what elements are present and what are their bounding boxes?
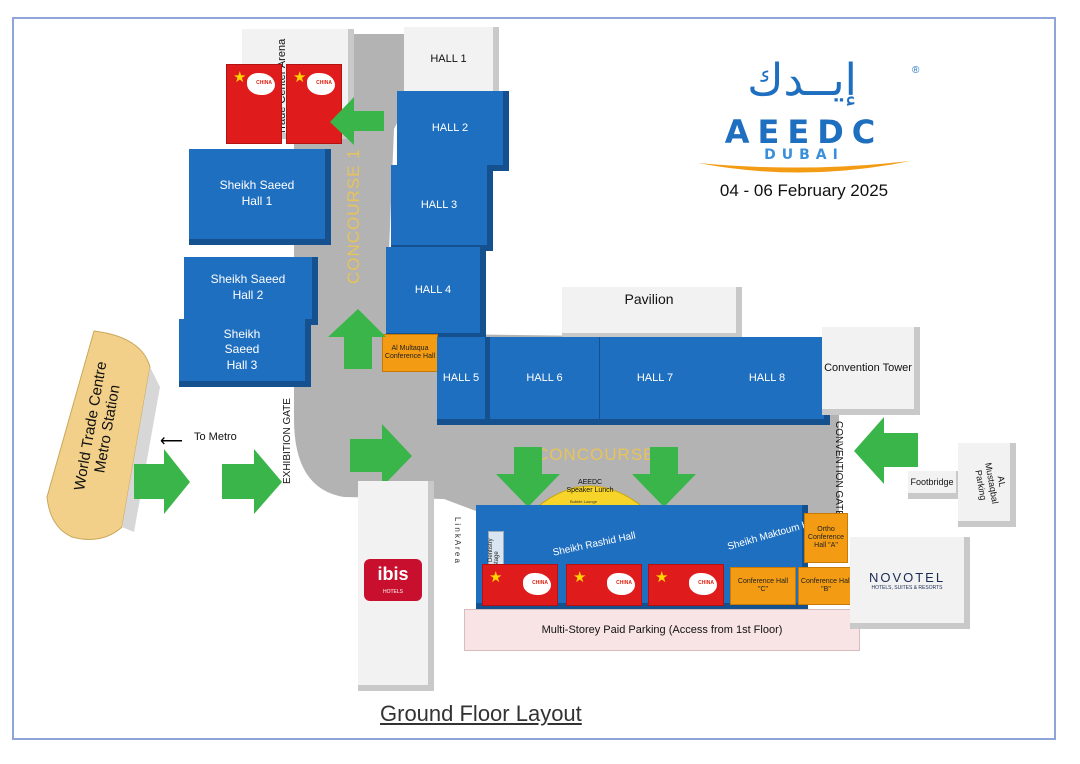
china-map-icon	[307, 73, 335, 95]
convention-tower: Convention Tower	[822, 327, 920, 415]
hall-5-label: HALL 5	[442, 371, 480, 384]
hall-5: HALL 5	[437, 337, 491, 425]
china-map-icon	[689, 573, 717, 595]
multi-storey-parking: Multi-Storey Paid Parking (Access from 1…	[464, 609, 860, 651]
sheikh-saeed-hall-2-label: Sheikh Saeed Hall 2	[210, 272, 286, 302]
dubai-logo-text: DUBAI	[764, 147, 844, 163]
pavilion: Pavilion	[562, 287, 742, 339]
china-map-icon	[247, 73, 275, 95]
aeedc-arabic-logo: إيــدك	[747, 55, 857, 106]
star-icon: ★	[655, 569, 669, 586]
arrow-down-icon	[496, 447, 560, 507]
al-multaqua-label: Al Multaqua Conference Hall	[384, 344, 436, 360]
conference-hall-b-label: Conference Hall "B"	[800, 577, 852, 593]
arrows-layer	[134, 97, 918, 514]
concourse-2-label: CONCOURSE 2	[536, 445, 672, 464]
hall-4: HALL 4	[386, 247, 486, 339]
hall-3-label: HALL 3	[420, 198, 458, 211]
to-metro-label: To Metro	[194, 431, 237, 443]
arrow-left-icon	[330, 97, 384, 145]
ortho-conference-hall-a: Ortho Conference Hall "A"	[804, 513, 848, 563]
china-flag-hall-2: ★ CHINA	[566, 564, 642, 606]
al-mustaqbal-parking	[958, 443, 1016, 527]
aeedc-logo-text: AEEDC	[724, 113, 884, 151]
china-label: CHINA	[256, 80, 272, 86]
hall-2-label: HALL 2	[431, 121, 469, 134]
conference-hall-c: Conference Hall "C"	[730, 567, 796, 605]
star-icon: ★	[489, 569, 503, 586]
star-icon: ★	[233, 69, 247, 86]
arrow-right-icon	[350, 424, 412, 487]
logo-swoosh	[698, 161, 910, 173]
china-label: CHINA	[698, 580, 714, 586]
parking-label: Multi-Storey Paid Parking (Access from 1…	[541, 624, 783, 636]
sheikh-saeed-hall-3: Sheikh Saeed Hall 3	[179, 319, 311, 387]
star-icon: ★	[293, 69, 307, 86]
link-area-label: L i n k A r e a	[453, 517, 462, 563]
hall-8-label: HALL 8	[748, 371, 786, 384]
bubble-lounge-label: Bubble Lounge	[570, 499, 597, 504]
metro-station-shape	[46, 330, 160, 540]
china-label: CHINA	[616, 580, 632, 586]
hall-8: HALL 8	[710, 337, 830, 425]
dentistry-stage-label: d Dentistry Stage	[488, 538, 500, 567]
conference-hall-c-label: Conference Hall "C"	[737, 577, 789, 593]
arrow-right-icon	[134, 449, 190, 514]
arrow-down-icon	[632, 447, 696, 507]
speaker-lunch-label: AEEDC Speaker Lunch	[566, 479, 614, 494]
hall-1-label: HALL 1	[430, 53, 467, 65]
footbridge-label: Footbridge	[910, 477, 954, 487]
hall-2: HALL 2	[397, 91, 509, 171]
sheikh-saeed-hall-3-label: Sheikh Saeed Hall 3	[223, 326, 261, 372]
hall-6-label: HALL 6	[526, 371, 563, 384]
hall-4-label: HALL 4	[414, 283, 452, 296]
conference-hall-b: Conference Hall "B"	[798, 567, 854, 605]
china-label: CHINA	[316, 80, 332, 86]
to-metro-arrow-icon: ⟵	[160, 433, 183, 450]
hall-7-label: HALL 7	[636, 371, 674, 384]
registered-mark: ®	[912, 65, 920, 76]
speaker-lunch-dome	[534, 485, 646, 509]
page-title: Ground Floor Layout	[380, 701, 582, 726]
novotel-logo-sub: HOTELS, SUITES & RESORTS	[871, 584, 943, 591]
ibis-logo-text: ibis	[377, 564, 409, 584]
china-flag-arena-1: ★ CHINA	[226, 64, 282, 144]
star-icon: ★	[573, 569, 587, 586]
china-map-icon	[523, 573, 551, 595]
event-dates: 04 - 06 February 2025	[719, 181, 889, 200]
china-flag-arena-2: ★ CHINA	[286, 64, 342, 144]
convention-tower-label: Convention Tower	[824, 362, 912, 374]
arrow-left-icon	[854, 417, 918, 484]
ibis-logo: ibis HOTELS	[364, 559, 422, 601]
map-frame: Trade Center Arena ★ CHINA ★ CHINA HALL …	[12, 17, 1056, 740]
ibis-logo-sub: HOTELS	[382, 589, 403, 595]
novotel-logo-text: NOVOTEL	[868, 569, 946, 585]
china-flag-hall-3: ★ CHINA	[648, 564, 724, 606]
arrow-right-icon	[222, 449, 282, 514]
arrow-up-icon	[328, 309, 386, 369]
pavilion-label: Pavilion	[624, 291, 674, 307]
sheikh-saeed-hall-1: Sheikh Saeed Hall 1	[189, 149, 331, 245]
china-flag-hall-1: ★ CHINA	[482, 564, 558, 606]
china-map-icon	[607, 573, 635, 595]
al-multaqua-conference-hall: Al Multaqua Conference Hall	[382, 334, 438, 372]
china-label: CHINA	[532, 580, 548, 586]
novotel-hotel: NOVOTEL HOTELS, SUITES & RESORTS	[850, 537, 970, 629]
footbridge: Footbridge	[908, 471, 962, 499]
ortho-label: Ortho Conference Hall "A"	[807, 525, 845, 550]
sheikh-saeed-hall-1-label: Sheikh Saeed Hall 1	[219, 178, 295, 208]
